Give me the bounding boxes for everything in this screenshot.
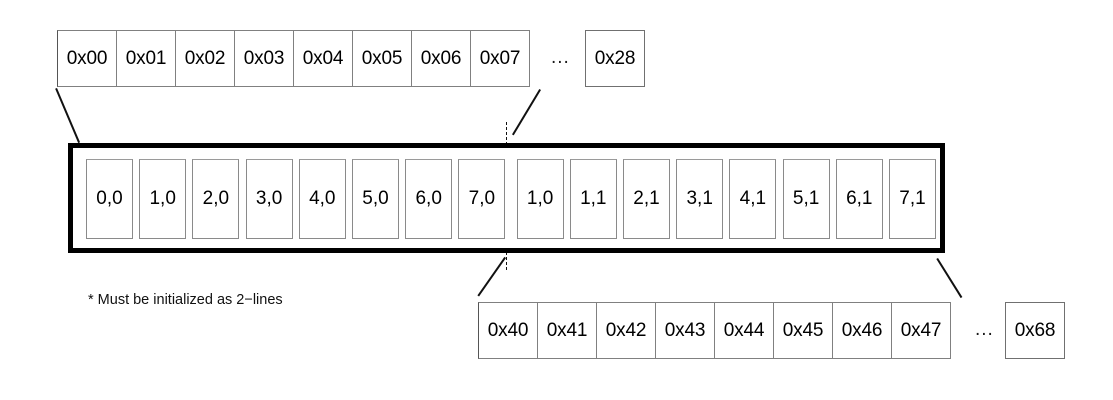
- band-cell-10: 2,1: [623, 159, 670, 239]
- top-address-box-0: 0x00: [57, 30, 117, 87]
- band-cell-15: 7,1: [889, 159, 936, 239]
- top-address-box-7: 0x07: [470, 30, 530, 87]
- band-cell-6: 6,0: [405, 159, 453, 239]
- top-address-box-3: 0x03: [234, 30, 294, 87]
- band-cell-12: 4,1: [729, 159, 777, 239]
- connector-top-left: [55, 88, 81, 143]
- band-cell-8: 1,0: [516, 159, 564, 239]
- top-tail-address-box: 0x28: [585, 30, 645, 87]
- band-cell-5: 5,0: [352, 159, 399, 239]
- initialization-note: * Must be initialized as 2−lines: [88, 292, 283, 308]
- bottom-address-box-5: 0x45: [773, 302, 833, 359]
- band-cell-14: 6,1: [835, 159, 883, 239]
- bottom-tail-address-box: 0x68: [1005, 302, 1065, 359]
- band-cell-11: 3,1: [676, 159, 724, 239]
- bottom-address-box-6: 0x46: [832, 302, 892, 359]
- bottom-row-ellipsis: ...: [975, 319, 994, 340]
- band-cell-1: 1,0: [139, 159, 187, 239]
- bottom-address-box-4: 0x44: [714, 302, 774, 359]
- connector-bottom-left: [478, 257, 506, 297]
- top-address-box-5: 0x05: [352, 30, 412, 87]
- bottom-address-box-7: 0x47: [891, 302, 951, 359]
- top-address-box-6: 0x06: [411, 30, 471, 87]
- top-address-box-2: 0x02: [175, 30, 235, 87]
- top-row-ellipsis: ...: [551, 47, 570, 68]
- band-cell-3: 3,0: [245, 159, 293, 239]
- band-cell-4: 4,0: [298, 159, 346, 239]
- connector-bottom-right: [936, 258, 963, 298]
- connector-top-right: [512, 89, 541, 136]
- band-cell-0: 0,0: [86, 159, 133, 239]
- bottom-address-box-2: 0x42: [596, 302, 656, 359]
- top-address-box-4: 0x04: [293, 30, 353, 87]
- bottom-address-box-0: 0x40: [478, 302, 538, 359]
- band-cell-13: 5,1: [782, 159, 830, 239]
- band-cell-2: 2,0: [192, 159, 240, 239]
- band-cell-7: 7,0: [458, 159, 506, 239]
- bottom-address-box-1: 0x41: [537, 302, 597, 359]
- band-cell-9: 1,1: [569, 159, 617, 239]
- top-address-box-1: 0x01: [116, 30, 176, 87]
- bottom-address-box-3: 0x43: [655, 302, 715, 359]
